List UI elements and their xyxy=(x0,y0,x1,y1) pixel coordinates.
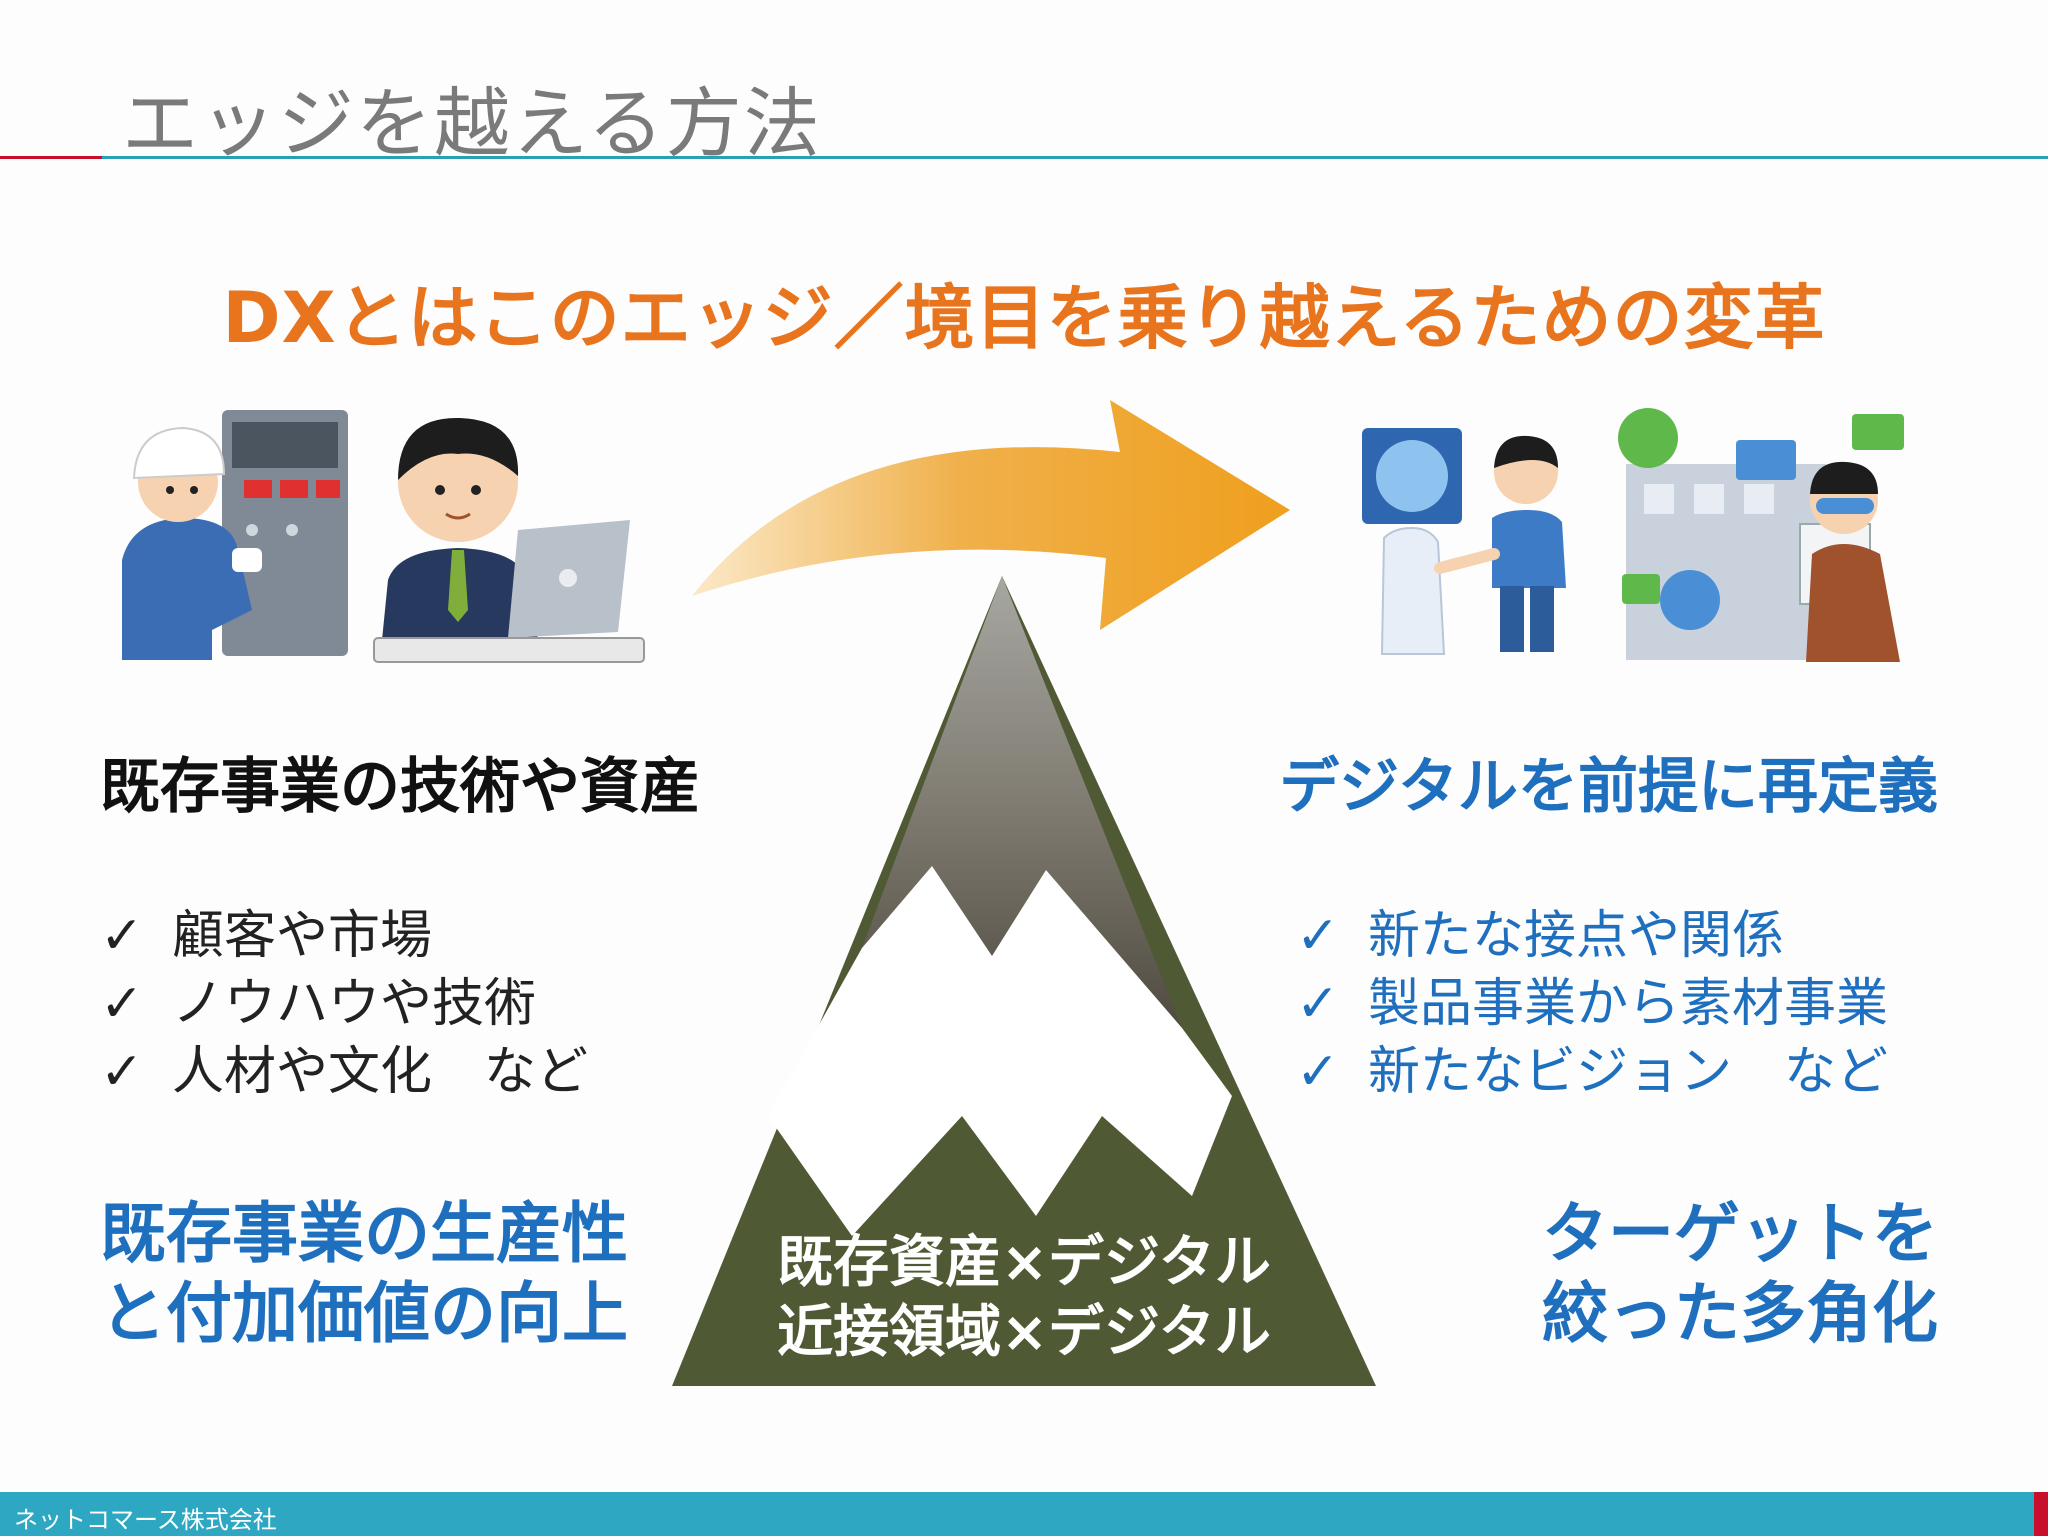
businessman-laptop-illustration xyxy=(373,417,645,663)
outcome-line-1: 既存事業の生産性 xyxy=(100,1195,628,1272)
outcome-line-2: 絞った多角化 xyxy=(1542,1275,1938,1352)
headline: DXとはこのエッジ／境目を乗り越えるための変革 xyxy=(222,277,1826,359)
existing-business-heading: 既存事業の技術や資産 xyxy=(100,752,700,822)
productivity-outcome: 既存事業の生産性 と付加価値の向上 xyxy=(100,1194,628,1354)
check-icon: ✓ xyxy=(100,974,144,1034)
ai-handshake-illustration xyxy=(1362,428,1566,655)
footer-bar: ネットコマース株式会社 xyxy=(0,1492,2048,1536)
mountain-line-1: 既存資産×デジタル xyxy=(777,1230,1271,1295)
worker-illustration xyxy=(122,410,348,660)
list-item-label: 新たな接点や関係 xyxy=(1368,906,1785,966)
list-item: ✓ 新たなビジョン など xyxy=(1296,1038,1888,1106)
check-icon: ✓ xyxy=(1296,1042,1340,1102)
slide-title: エッジを越える方法 xyxy=(122,79,822,168)
list-item: ✓ 人材や文化 など xyxy=(100,1038,588,1106)
header-rule-teal xyxy=(102,156,2048,159)
list-item-label: 新たなビジョン など xyxy=(1368,1042,1889,1102)
list-item-label: 人材や文化 など xyxy=(172,1042,589,1102)
smart-city-illustration xyxy=(1618,408,1904,662)
check-icon: ✓ xyxy=(100,906,144,966)
mountain-line-2: 近接領域×デジタル xyxy=(777,1300,1271,1365)
check-icon: ✓ xyxy=(1296,906,1340,966)
company-name: ネットコマース株式会社 xyxy=(14,1506,277,1534)
list-item: ✓ 製品事業から素材事業 xyxy=(1296,970,1888,1038)
outcome-line-1: ターゲットを xyxy=(1542,1195,1938,1272)
footer-accent xyxy=(2034,1492,2048,1536)
check-icon: ✓ xyxy=(1296,974,1340,1034)
check-icon: ✓ xyxy=(100,1042,144,1102)
digital-redefine-list: ✓ 新たな接点や関係 ✓ 製品事業から素材事業 ✓ 新たなビジョン など xyxy=(1296,902,1888,1106)
outcome-line-2: と付加価値の向上 xyxy=(100,1275,628,1352)
diversification-outcome: ターゲットを 絞った多角化 xyxy=(1542,1194,1938,1354)
list-item: ✓ 新たな接点や関係 xyxy=(1296,902,1888,970)
list-item-label: ノウハウや技術 xyxy=(172,974,537,1034)
list-item-label: 製品事業から素材事業 xyxy=(1368,974,1889,1034)
digital-redefine-heading: デジタルを前提に再定義 xyxy=(1279,752,1938,822)
existing-assets-list: ✓ 顧客や市場 ✓ ノウハウや技術 ✓ 人材や文化 など xyxy=(100,902,588,1106)
header-rule-red xyxy=(0,156,102,159)
list-item: ✓ ノウハウや技術 xyxy=(100,970,588,1038)
curved-arrow xyxy=(692,400,1290,630)
list-item-label: 顧客や市場 xyxy=(172,906,433,966)
mountain-illustration xyxy=(672,576,1376,1386)
list-item: ✓ 顧客や市場 xyxy=(100,902,588,970)
mountain-caption: 既存資産×デジタル 近接領域×デジタル xyxy=(700,1228,1348,1368)
